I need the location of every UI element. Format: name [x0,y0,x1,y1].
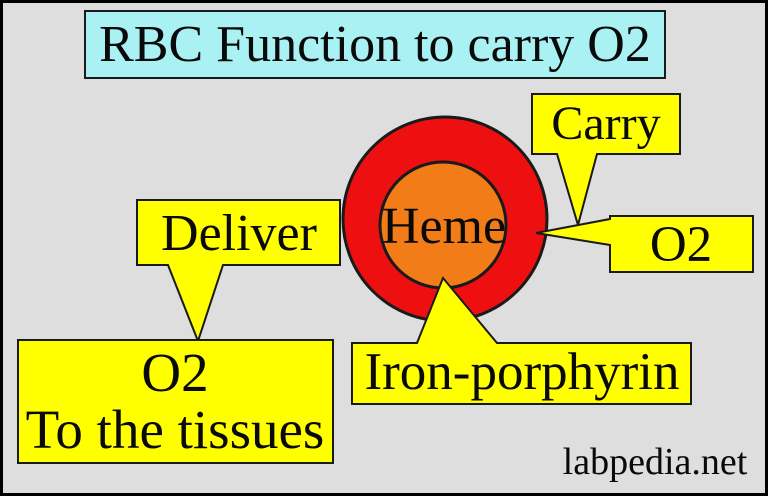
box-o2-tissues: O2 To the tissues [17,339,334,464]
watermark-text: labpedia.net [563,441,748,483]
callout-iron-porphyrin: Iron-porphyrin [351,276,692,405]
box-o2-tissues-line2: To the tissues [26,399,325,460]
callout-o2-right-label: O2 [650,217,712,273]
callout-carry-shape [531,93,681,229]
heme-label: Heme [382,198,506,255]
callout-carry-label: Carry [551,97,660,150]
callout-iron-porphyrin-label: Iron-porphyrin [365,343,680,401]
callout-deliver-label: Deliver [161,205,317,262]
callout-deliver-shape [136,199,341,344]
title-text: RBC Function to carry O2 [99,16,651,73]
callout-deliver: Deliver [136,199,341,344]
title-box: RBC Function to carry O2 [84,10,666,79]
callout-carry: Carry [531,93,681,229]
title-box-rect [84,10,666,79]
callout-iron-porphyrin-shape [351,276,692,405]
callout-o2-right: O2 [535,215,754,273]
callout-o2-right-shape [535,215,754,273]
box-o2-tissues-line1: O2 [141,342,208,403]
box-o2-tissues-rect [17,339,334,464]
